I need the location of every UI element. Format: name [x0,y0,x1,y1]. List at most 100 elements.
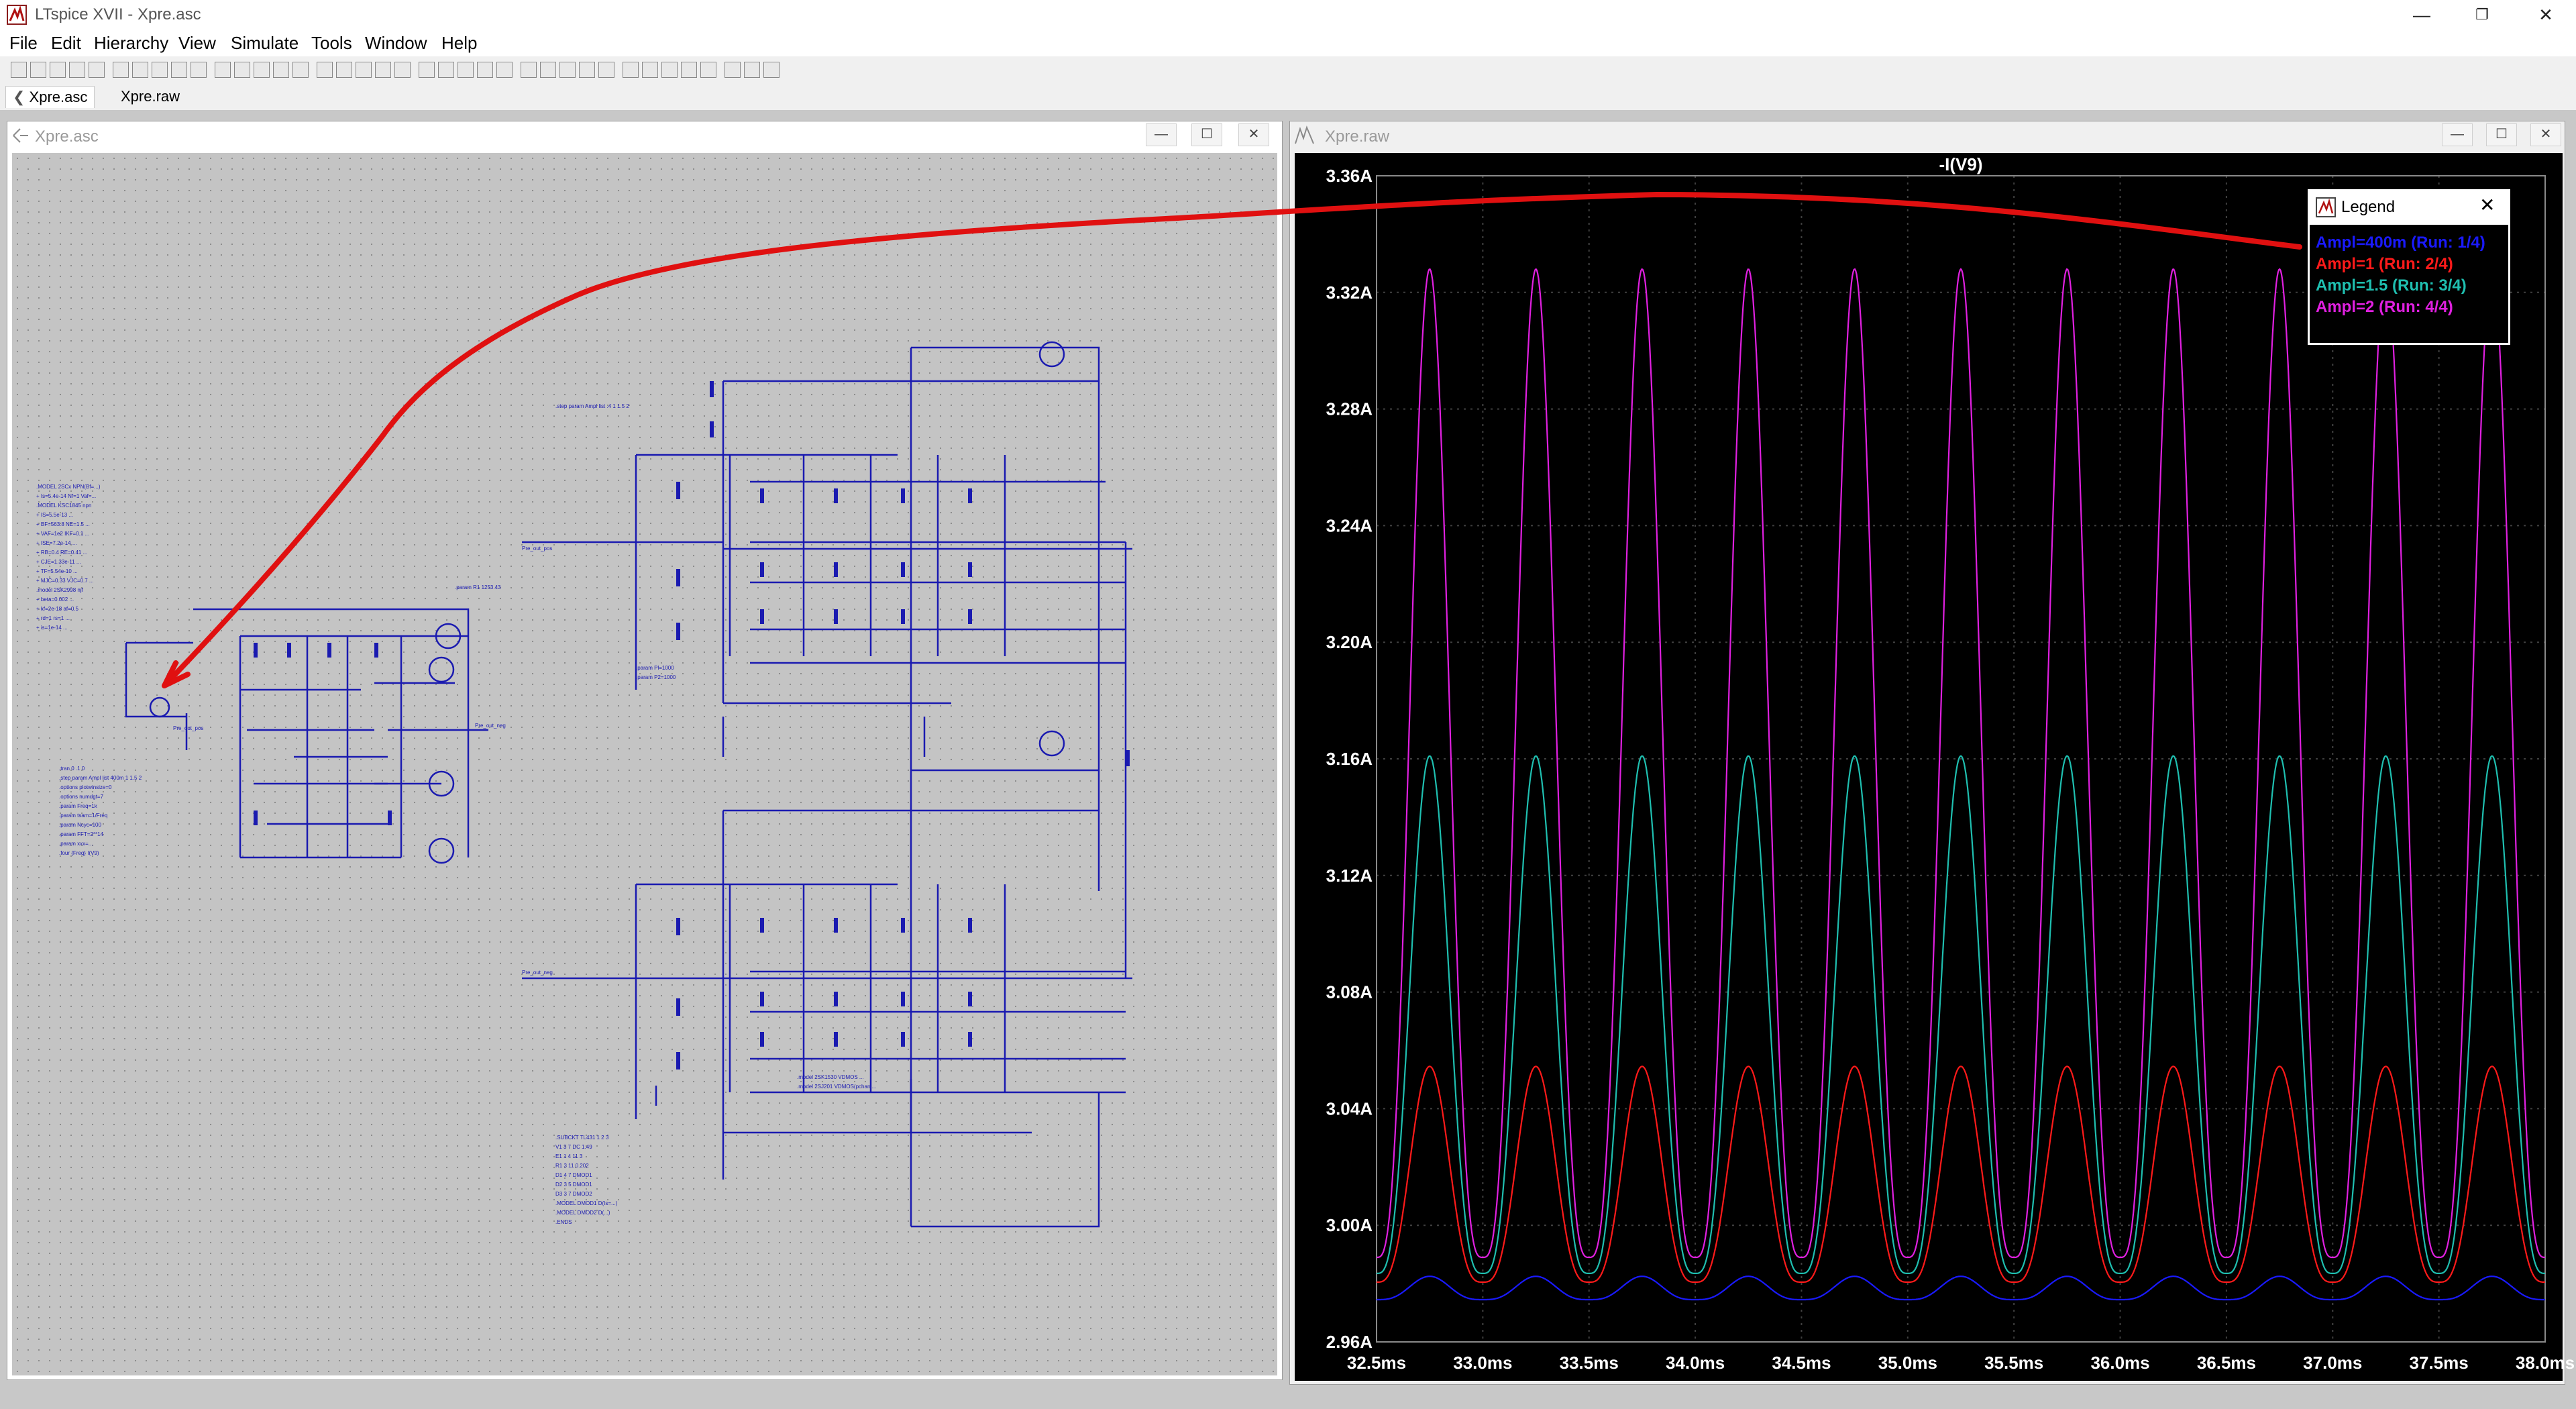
schematic-drawing: .MODEL 2SCx NPN(Bf=...) + Is=5.4e-14 Nf=… [36,341,1132,1228]
text-icon[interactable] [744,62,760,78]
find-icon[interactable] [394,62,411,78]
menu-simulate[interactable]: Simulate [231,33,299,53]
wire-icon[interactable] [458,62,474,78]
drag-icon[interactable] [642,62,658,78]
title-bar [0,0,2576,30]
menu-window[interactable]: Window [365,33,427,53]
diode-icon[interactable] [579,62,595,78]
legend-header [2310,191,2508,225]
waveform-close-button[interactable]: ✕ [2530,123,2561,146]
svg-text:.tran 0 .1 0: .tran 0 .1 0 [59,766,85,772]
legend-icon [2316,197,2336,217]
svg-text:+ beta=0.002 ...: + beta=0.002 ... [36,596,74,603]
open-file-icon[interactable] [30,62,46,78]
x-tick-label: 36.0ms [2090,1353,2149,1373]
y-tick-label: 3.04A [1326,1098,1373,1118]
pan-icon[interactable] [152,62,168,78]
window-tile-v-icon[interactable] [273,62,289,78]
svg-text:.MODEL 2SCx NPN(Bf=...): .MODEL 2SCx NPN(Bf=...) [36,484,101,490]
svg-text:.param Pl=1000: .param Pl=1000 [636,665,674,671]
inductor-icon[interactable] [559,62,576,78]
menu-hierarchy[interactable]: Hierarchy [94,33,169,53]
svg-text:+ RB=0.4 RE=0.41 ...: + RB=0.4 RE=0.41 ... [36,550,87,556]
control-panel-icon[interactable] [69,62,85,78]
svg-text:Pre_out_neg: Pre_out_neg [522,970,553,976]
rotate-icon[interactable] [700,62,716,78]
undo-icon[interactable] [661,62,678,78]
zoom-out-icon[interactable] [171,62,187,78]
y-tick-label: 3.20A [1326,632,1373,652]
schematic-window-title: Xpre.asc [35,127,99,146]
print-setup-icon[interactable] [438,62,454,78]
svg-text:.param Ncyc=100: .param Ncyc=100 [59,822,101,828]
cut-icon[interactable] [336,62,352,78]
edit-text-icon[interactable] [234,62,250,78]
component-icon[interactable] [598,62,614,78]
svg-text:+ kf=2e-18 af=0.5: + kf=2e-18 af=0.5 [36,606,78,612]
menu-file[interactable]: File [9,33,38,53]
svg-text:.SUBCKT TL431 1 2 3: .SUBCKT TL431 1 2 3 [555,1135,609,1141]
autorange-icon[interactable] [215,62,231,78]
close-all-icon[interactable] [317,62,333,78]
label-net-icon[interactable] [496,62,513,78]
move-icon[interactable] [623,62,639,78]
svg-text:D2 3 5 DMOD1: D2 3 5 DMOD1 [555,1182,592,1188]
redo-icon[interactable] [681,62,697,78]
print-icon[interactable] [419,62,435,78]
run-icon[interactable] [89,62,105,78]
spice-directive-icon[interactable] [763,62,780,78]
menu-edit[interactable]: Edit [51,33,81,53]
plot-frame [1376,175,2546,1343]
zoom-in-icon[interactable] [132,62,148,78]
close-button[interactable]: ✕ [2538,5,2553,25]
paste-icon[interactable] [375,62,391,78]
schematic-minimize-button[interactable]: — [1146,123,1177,146]
menu-tools[interactable]: Tools [311,33,352,53]
schematic-close-button[interactable]: ✕ [1238,123,1269,146]
capacitor-icon[interactable] [540,62,556,78]
legend-entry-run3: Ampl=1.5 (Run: 3/4) [2316,276,2467,295]
svg-text:.param R1 1253.43: .param R1 1253.43 [455,584,501,590]
svg-text:.step param Ampl list .4 1 1.5: .step param Ampl list .4 1 1.5 2 [555,403,629,409]
series-line-run1 [1377,1275,2545,1301]
svg-text:.four {Freq} I(V9): .four {Freq} I(V9) [59,850,99,856]
cascade-icon[interactable] [292,62,309,78]
svg-text:.param FFT=2**14: .param FFT=2**14 [59,831,104,837]
y-tick-label: 3.32A [1326,282,1373,303]
ltspice-app-icon [7,5,27,25]
svg-text:.model 2SK1530 VDMOS ...: .model 2SK1530 VDMOS ... [797,1074,864,1080]
svg-text:.options plotwinsize=0: .options plotwinsize=0 [59,784,112,790]
window-tile-h-icon[interactable] [254,62,270,78]
resistor-icon[interactable] [521,62,537,78]
mirror-icon[interactable] [724,62,741,78]
tab-xpre-asc[interactable]: ❮ Xpre.asc [5,86,95,108]
schematic-maximize-button[interactable]: ☐ [1191,123,1222,146]
tab-xpre-raw[interactable]: Xpre.raw [121,88,180,105]
minimize-button[interactable]: — [2413,5,2430,25]
y-tick-label: 3.16A [1326,749,1373,769]
svg-text:.param xxx=...: .param xxx=... [59,841,93,847]
svg-text:+ Is=5.4e-14 Nf=1 Vaf=...: + Is=5.4e-14 Nf=1 Vaf=... [36,493,96,499]
y-tick-label: 3.28A [1326,399,1373,419]
ground-icon[interactable] [477,62,493,78]
restore-button[interactable]: ❐ [2475,6,2489,23]
svg-text:Pre_out_pos: Pre_out_pos [173,725,203,731]
document-tab-bar [0,83,2576,111]
svg-text:+ CJE=1.33e-11 ...: + CJE=1.33e-11 ... [36,559,81,565]
waveform-minimize-button[interactable]: — [2442,123,2473,146]
menu-view[interactable]: View [178,33,216,53]
legend-close-icon[interactable]: ✕ [2479,195,2496,215]
menu-bar [0,30,2576,56]
halt-icon[interactable] [113,62,129,78]
new-schematic-icon[interactable] [11,62,27,78]
waveform-maximize-button[interactable]: ☐ [2486,123,2517,146]
zoom-full-icon[interactable] [191,62,207,78]
svg-text:+ BF=563.8 NE=1.5 ...: + BF=563.8 NE=1.5 ... [36,521,90,527]
svg-text:.model 2SJ201 VDMOS(pchan ...: .model 2SJ201 VDMOS(pchan ... [797,1084,876,1090]
save-icon[interactable] [50,62,66,78]
tab-label: Xpre.asc [29,89,88,105]
menu-help[interactable]: Help [441,33,478,53]
svg-text:.step param Ampl list 400m 1 1: .step param Ampl list 400m 1 1.5 2 [59,775,142,781]
x-tick-label: 33.5ms [1560,1353,1619,1373]
copy-icon[interactable] [356,62,372,78]
